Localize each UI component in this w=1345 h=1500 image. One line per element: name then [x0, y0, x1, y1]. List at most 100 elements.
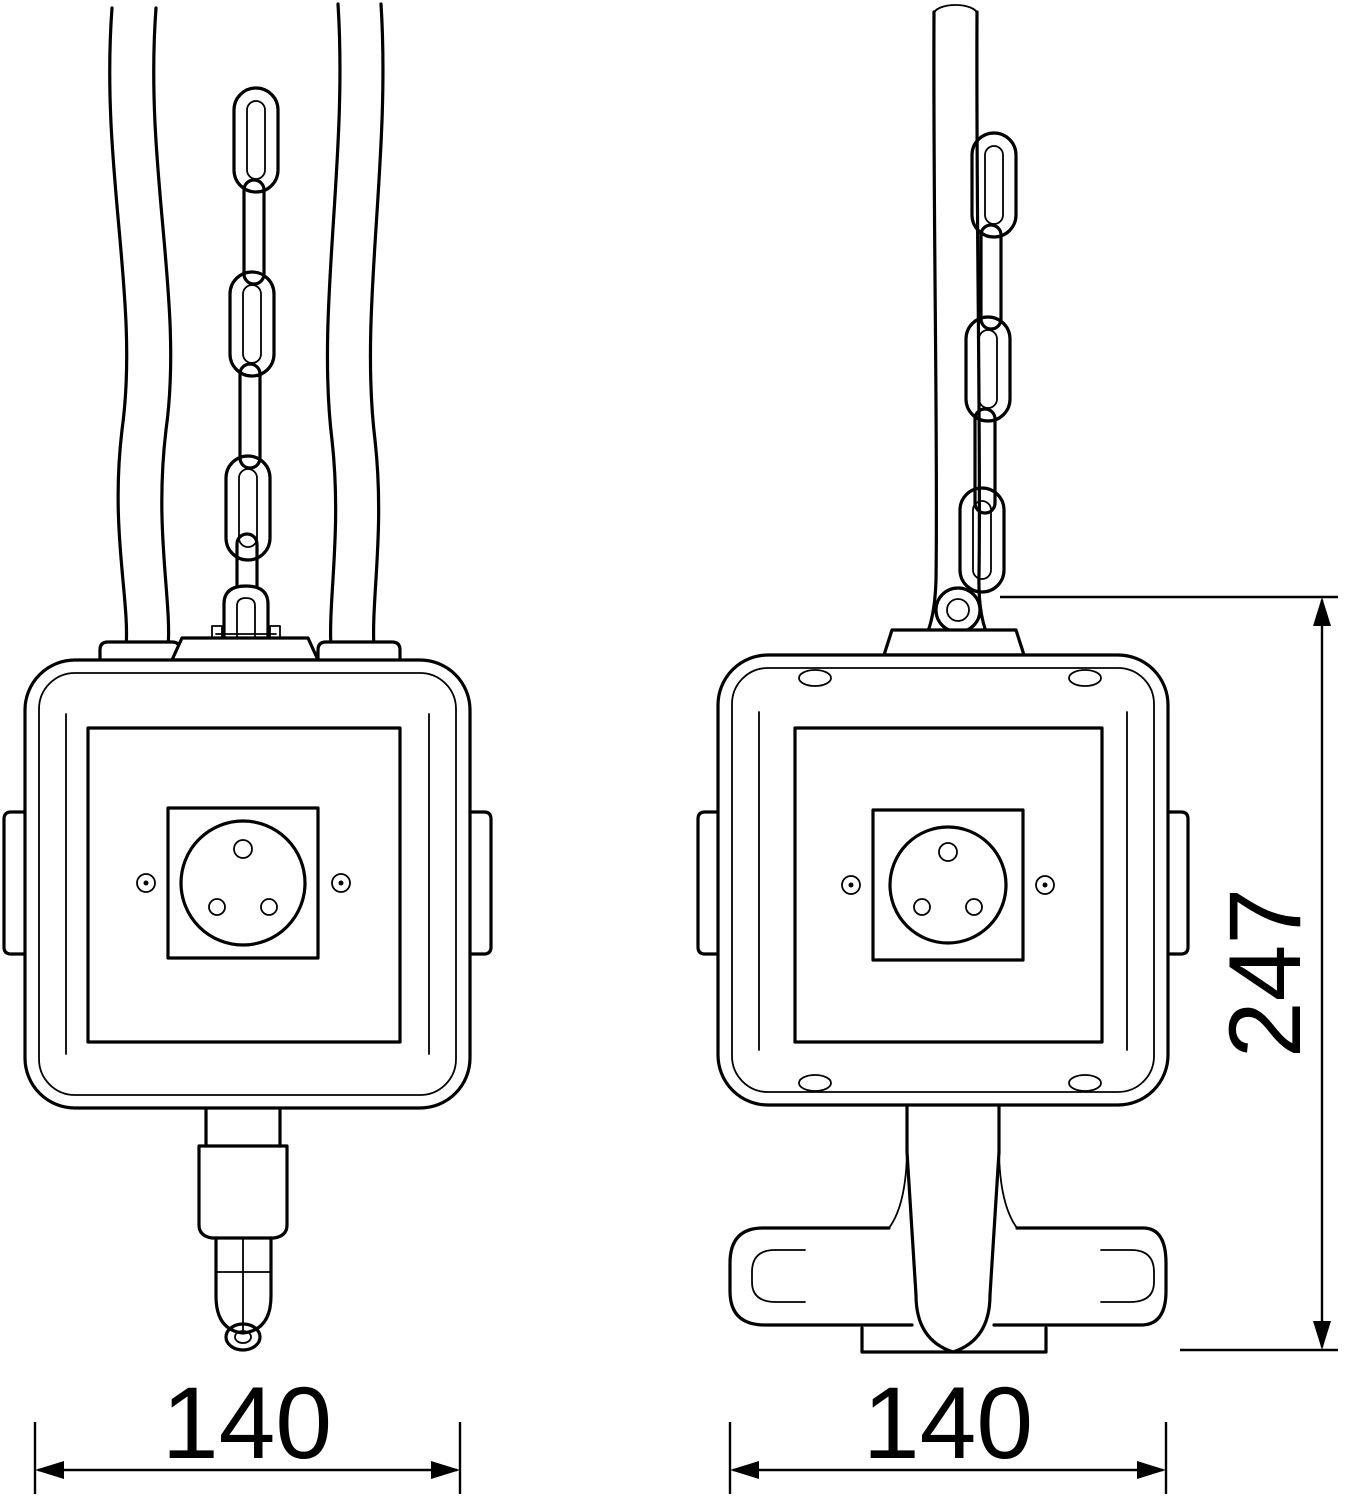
chain-link-hole — [978, 329, 998, 409]
hook-curl-left-lip — [751, 1249, 806, 1303]
hook-stem — [204, 1106, 282, 1148]
socket-well — [888, 825, 1008, 945]
chain-link-hole — [242, 284, 262, 364]
hook-base-plate — [860, 1326, 1048, 1354]
cable-outline — [914, 10, 939, 654]
front-chain — [224, 86, 280, 600]
socket-plate — [166, 806, 320, 960]
chain-link-hole — [246, 100, 266, 180]
side-tab-left — [696, 810, 720, 956]
cable-left-outline — [152, 6, 173, 650]
corner-screw-slot — [1068, 1074, 1102, 1092]
front-housing — [2, 636, 493, 1110]
arrowhead-top — [1313, 597, 1331, 626]
plate-screw-dot — [1042, 882, 1048, 888]
socket-hole — [260, 898, 278, 916]
chain-link-hole — [984, 145, 1004, 225]
front-width-label: 140 — [162, 1366, 332, 1480]
plate-screw-dot — [338, 880, 344, 886]
side-tab-left — [2, 810, 27, 956]
side-cable — [914, 4, 998, 654]
socket-hole — [965, 898, 983, 916]
plate-screw-dot — [143, 880, 149, 886]
socket-earth-pin — [233, 839, 253, 859]
hook-curl-left — [728, 1226, 914, 1327]
corner-screw-slot — [1068, 669, 1102, 687]
side-socket — [841, 808, 1055, 962]
housing-outline — [716, 653, 1170, 1107]
cable-right-outline — [325, 2, 342, 650]
hook-tongue — [214, 1236, 273, 1335]
cable-end-cap — [933, 4, 978, 15]
chain-link-hole — [238, 468, 258, 548]
arrowhead-bottom — [1313, 1321, 1331, 1350]
dimension-front-width: 140 — [33, 1366, 462, 1494]
front-shackle — [211, 584, 281, 647]
chain-mount-cap — [170, 636, 320, 662]
side-hook — [728, 1103, 1168, 1354]
front-cables — [108, 2, 385, 650]
hook-curl-right-lip — [1100, 1249, 1155, 1303]
socket-earth-pin — [938, 842, 958, 862]
overall-height-label: 247 — [1208, 888, 1322, 1058]
corner-screw-slot — [798, 1074, 832, 1092]
side-width-label: 140 — [863, 1366, 1033, 1480]
dimension-overall-height: 247 — [1000, 595, 1338, 1352]
chain-link-hole — [972, 500, 992, 580]
cable-outline — [975, 10, 998, 652]
cable-left-outline — [108, 6, 129, 650]
chain-link — [238, 362, 262, 470]
socket-hole — [208, 898, 226, 916]
hook-stem — [905, 1103, 1001, 1154]
chain-link — [973, 407, 997, 515]
cable-gland — [882, 628, 1026, 657]
plate-screw — [1035, 875, 1055, 895]
plate-screw-dot — [848, 882, 854, 888]
socket-well — [179, 819, 307, 947]
arrowhead-left — [35, 1461, 64, 1479]
side-view — [696, 4, 1190, 1354]
chain-link — [958, 486, 1006, 594]
cable-gland-left — [98, 640, 182, 662]
side-chain — [934, 131, 1018, 634]
chain-ring — [934, 586, 982, 634]
chain-ring-hole — [946, 598, 970, 622]
dimension-side-width: 140 — [728, 1366, 1168, 1494]
side-housing — [696, 628, 1190, 1107]
hook-tip — [224, 1322, 262, 1352]
housing-outline — [23, 658, 472, 1110]
chain-link — [970, 131, 1018, 239]
chain-link — [232, 86, 280, 194]
shackle-body — [222, 584, 270, 647]
side-tab-right — [468, 810, 493, 956]
front-panel — [86, 726, 402, 1044]
front-hook — [197, 1106, 289, 1352]
socket-hole — [913, 898, 931, 916]
plate-screw — [331, 873, 351, 893]
chain-link — [224, 454, 272, 562]
chain-link — [242, 178, 266, 286]
front-view — [2, 2, 493, 1352]
arrowhead-right — [1137, 1461, 1166, 1479]
chain-link — [979, 223, 1003, 331]
cable-gland-right — [316, 640, 402, 662]
front-socket — [136, 806, 351, 960]
shackle-slot — [236, 597, 256, 639]
corner-screw-slot — [798, 669, 832, 687]
arrowhead-right — [431, 1461, 460, 1479]
chain-link — [228, 270, 276, 378]
side-tab-right — [1166, 810, 1190, 956]
arrowhead-left — [730, 1461, 759, 1479]
cable-right-outline — [368, 2, 385, 650]
housing-inner-edge — [38, 672, 457, 1096]
plate-screw — [136, 873, 156, 893]
plate-screw — [841, 875, 861, 895]
hook-shank — [905, 1150, 1001, 1297]
hook-body — [197, 1144, 289, 1240]
hook-tip-hole — [234, 1330, 252, 1344]
socket-plate — [871, 808, 1025, 962]
side-panel — [793, 726, 1104, 1044]
chain-link — [964, 315, 1012, 423]
